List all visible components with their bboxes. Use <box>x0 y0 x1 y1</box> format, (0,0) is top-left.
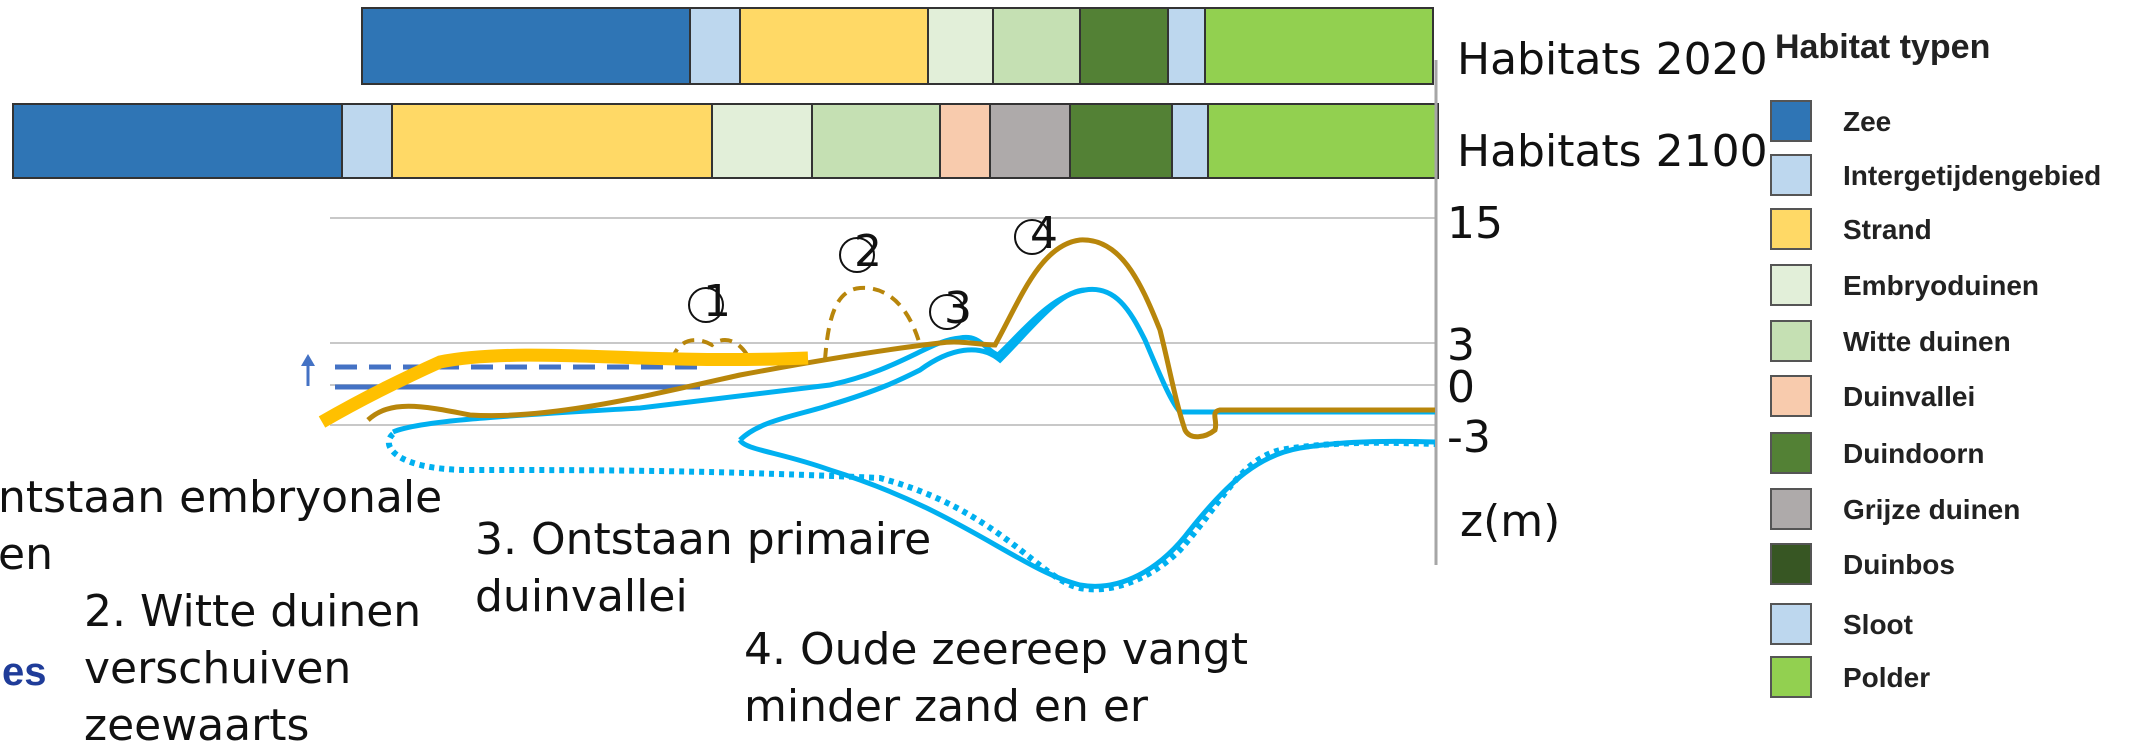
bar-2020-segment-witte-duinen <box>993 8 1080 84</box>
bar-2020-segment-duindoorn <box>1080 8 1168 84</box>
bar-2100-segment-duinvallei <box>940 104 990 178</box>
legend-label-zee: Zee <box>1843 106 1891 138</box>
bar-2100-segment-polder <box>1208 104 1438 178</box>
legend-label-intergetijdengebied: Intergetijdengebied <box>1843 160 2101 192</box>
legend-label-duinvallei: Duinvallei <box>1843 381 1975 413</box>
legend-label-embryoduinen: Embryoduinen <box>1843 270 2039 302</box>
tick-minus3: -3 <box>1447 410 1491 465</box>
bar-2020-segment-embryoduinen <box>928 8 993 84</box>
bar-2100-segment-strand <box>392 104 712 178</box>
caption-3-line-1: 3. Ontstaan primaire <box>475 512 931 569</box>
bar-2020-label: Habitats 2020 <box>1457 32 1768 87</box>
marker-2-label: 2 <box>854 226 882 277</box>
bar-2020-segment-polder <box>1205 8 1433 84</box>
caption-3-line-2: duinvallei <box>475 569 931 626</box>
legend-swatch-sloot <box>1770 603 1812 645</box>
marker-4-label: 4 <box>1030 208 1058 259</box>
caption-fragment: es <box>2 650 47 695</box>
caption-4-line-1: 4. Oude zeereep vangt <box>744 622 1248 679</box>
legend-swatch-duinvallei <box>1770 375 1812 417</box>
habitat-bar-2020 <box>362 8 1433 84</box>
bar-2020-segment-sloot <box>1168 8 1205 84</box>
bar-2100-segment-duindoorn <box>1070 104 1172 178</box>
legend-title: Habitat typen <box>1775 28 1990 67</box>
bar-2100-label: Habitats 2100 <box>1457 124 1768 179</box>
legend-swatch-duindoorn <box>1770 432 1812 474</box>
marker-1-label: 1 <box>703 276 731 327</box>
caption-1: ntstaan embryonale en <box>0 470 442 584</box>
bar-2100-segment-sloot <box>1172 104 1208 178</box>
caption-4-line-2: minder zand en er <box>744 679 1248 736</box>
profile-2020 <box>368 240 1435 437</box>
bar-2100-segment-grijze-duinen <box>990 104 1070 178</box>
bar-2100-segment-intergetijdengebied <box>342 104 392 178</box>
legend-label-polder: Polder <box>1843 662 1930 694</box>
tick-15: 15 <box>1447 196 1503 251</box>
legend-swatch-witte-duinen <box>1770 320 1812 362</box>
caption-2-line-3: zeewaarts <box>84 698 421 754</box>
legend-label-grijze-duinen: Grijze duinen <box>1843 494 2020 526</box>
habitat-bar-2100 <box>13 104 1438 178</box>
caption-3: 3. Ontstaan primaire duinvallei <box>475 512 931 626</box>
legend-swatch-grijze-duinen <box>1770 488 1812 530</box>
marker-3-label: 3 <box>944 283 972 334</box>
legend-swatch-embryoduinen <box>1770 264 1812 306</box>
z-axis-label: z(m) <box>1460 494 1560 549</box>
legend-swatch-intergetijdengebied <box>1770 154 1812 196</box>
caption-2-line-1: 2. Witte duinen <box>84 584 421 641</box>
caption-2-line-2: verschuiven <box>84 641 421 698</box>
legend-label-duindoorn: Duindoorn <box>1843 438 1985 470</box>
legend-swatch-polder <box>1770 656 1812 698</box>
legend-label-witte-duinen: Witte duinen <box>1843 326 2011 358</box>
bar-2100-segment-embryoduinen <box>712 104 812 178</box>
bar-2020-segment-zee <box>362 8 690 84</box>
caption-4: 4. Oude zeereep vangt minder zand en er <box>744 622 1248 736</box>
legend-label-duinbos: Duinbos <box>1843 549 1955 581</box>
bar-2020-segment-strand <box>740 8 928 84</box>
bar-2020-segment-intergetijdengebied <box>690 8 740 84</box>
caption-1-line-1: ntstaan embryonale <box>0 470 442 527</box>
legend-swatch-strand <box>1770 208 1812 250</box>
legend-swatch-zee <box>1770 100 1812 142</box>
legend-label-strand: Strand <box>1843 214 1932 246</box>
bar-2100-segment-witte-duinen <box>812 104 940 178</box>
tick-0: 0 <box>1447 360 1475 415</box>
caption-2: 2. Witte duinen verschuiven zeewaarts <box>84 584 421 754</box>
bar-2100-segment-zee <box>13 104 342 178</box>
sea-level-rise-arrowhead <box>301 354 315 366</box>
legend-swatch-duinbos <box>1770 543 1812 585</box>
caption-1-line-2: en <box>0 527 442 584</box>
legend-label-sloot: Sloot <box>1843 609 1913 641</box>
